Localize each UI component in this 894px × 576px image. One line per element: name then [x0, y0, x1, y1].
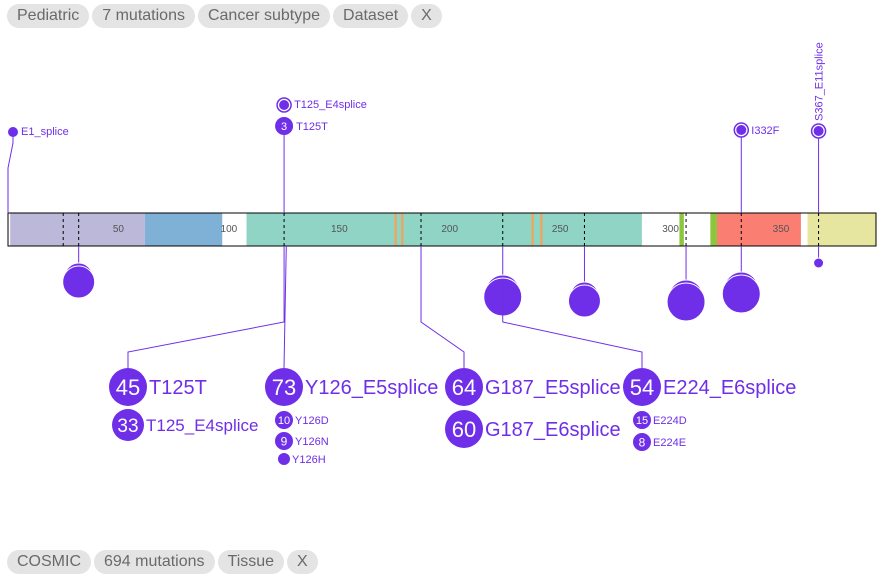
protein-domain: [710, 213, 717, 246]
mutation-circle: [112, 409, 144, 441]
mutation-count-pill[interactable]: 7 mutations: [92, 4, 195, 28]
mutation-count: 64: [452, 375, 476, 400]
mutation-count-pill[interactable]: 694 mutations: [94, 550, 215, 574]
mutation-count: 3: [281, 121, 287, 133]
dataset-pill[interactable]: Dataset: [333, 4, 409, 28]
mutation-circle: [633, 411, 651, 429]
mutation-circle: [278, 453, 290, 465]
mutation-circle: [445, 368, 483, 406]
protein-outline: [7, 212, 877, 247]
protein-domain: [540, 213, 543, 246]
mutation-bubble: [62, 265, 96, 299]
axis-tick-label: 200: [441, 224, 458, 235]
mutation-circle: [623, 368, 661, 406]
mutation-count: 10: [278, 415, 290, 427]
tissue-pill[interactable]: Tissue: [217, 550, 285, 574]
mutation-circle: [275, 117, 294, 135]
mutation-label: Y126D: [295, 415, 329, 427]
mutation-circle: [279, 100, 290, 110]
protein-domain: [679, 213, 684, 246]
protein-domain: [531, 213, 534, 246]
cancer-subtype-pill[interactable]: Cancer subtype: [197, 4, 331, 28]
protein-domain: [394, 213, 397, 246]
mutation-bubble: [567, 284, 601, 318]
mutation-label: E224_E6splice: [663, 377, 796, 399]
mutation-label: E224E: [653, 437, 686, 449]
axis-tick-label: 350: [773, 224, 790, 235]
mutation-count: 8: [639, 435, 646, 449]
axis-tick-label: 100: [221, 224, 238, 235]
mutation-circle: [8, 127, 18, 137]
top-filter-bar: Pediatric 7 mutations Cancer subtype Dat…: [7, 4, 445, 28]
mutation-label: Y126_E5splice: [305, 377, 438, 399]
mutation-label: T125T: [149, 377, 207, 399]
mutation-bubble: [813, 257, 825, 269]
mutation-label: E224D: [653, 415, 687, 427]
mutation-count: 45: [116, 375, 140, 400]
mutation-label: T125T: [296, 121, 328, 133]
mutation-count: 73: [272, 375, 296, 400]
mutation-label: E1_splice: [21, 126, 69, 138]
mutation-circle: [275, 411, 293, 429]
mutation-stem: [502, 280, 643, 368]
mutation-count: 9: [281, 434, 288, 448]
protein-domain: [10, 213, 145, 246]
close-button[interactable]: X: [411, 4, 442, 28]
protein-domain: [401, 213, 404, 246]
mutation-count: 60: [452, 417, 476, 442]
mutation-label: G187_E6splice: [485, 419, 621, 441]
mutation-circle: [736, 125, 747, 135]
group-pill[interactable]: COSMIC: [7, 550, 91, 574]
protein-domain: [716, 213, 801, 246]
protein-domain: [246, 213, 642, 246]
mutation-bubble: [666, 282, 706, 322]
mutation-circle: [275, 432, 293, 450]
mutation-bubble: [721, 274, 761, 314]
mutation-stem: [283, 245, 287, 369]
mutation-count: 15: [636, 415, 648, 427]
close-button[interactable]: X: [287, 550, 318, 574]
mutation-circle: [813, 126, 824, 136]
mutation-label: Y126H: [292, 454, 326, 466]
group-pill[interactable]: Pediatric: [7, 4, 90, 28]
mutation-circle: [265, 368, 303, 406]
mutation-circle: [109, 368, 147, 406]
bottom-filter-bar: COSMIC 694 mutations Tissue X: [7, 550, 321, 574]
axis-tick-label: 50: [113, 224, 125, 235]
mutation-circle: [445, 410, 483, 448]
mutation-label: G187_E5splice: [485, 377, 621, 399]
mutation-stem: [420, 246, 465, 368]
protein-domain: [807, 213, 876, 246]
mutation-label: T125_E4splice: [146, 416, 258, 435]
mutation-label: S367_E11splice: [814, 42, 826, 121]
mutation-circle: [633, 433, 651, 451]
mutation-stem: [127, 246, 285, 368]
axis-tick-label: 300: [662, 224, 679, 235]
mutation-count: 33: [117, 416, 138, 437]
mutation-count: 54: [630, 375, 654, 400]
protein-domain: [144, 213, 223, 246]
mutation-label: Y126N: [295, 436, 329, 448]
mutation-stem: [7, 132, 14, 213]
axis-tick-label: 250: [552, 224, 569, 235]
axis-tick-label: 150: [331, 224, 348, 235]
mutation-label: T125_E4splice: [294, 99, 367, 111]
mutation-label: I332F: [751, 125, 779, 137]
